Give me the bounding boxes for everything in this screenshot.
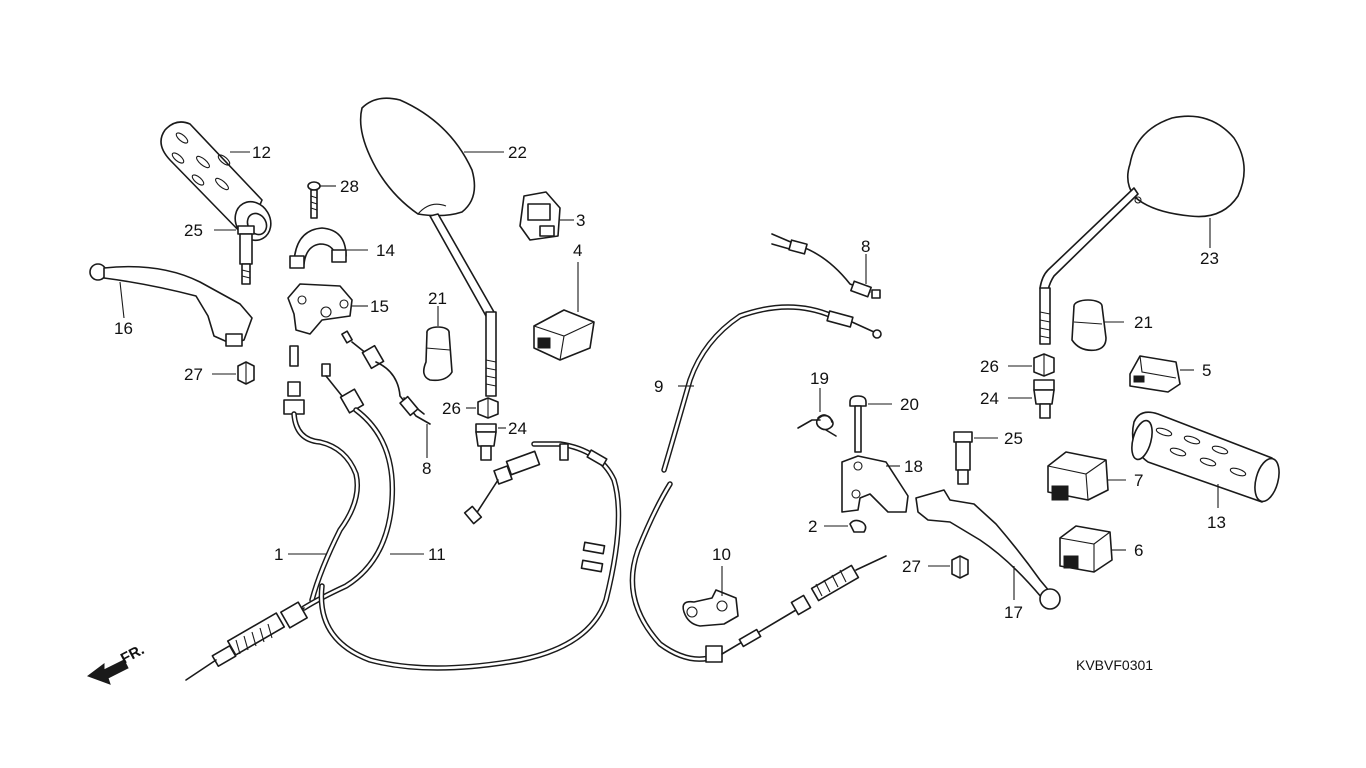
lever-bracket-15 [287,283,353,335]
label-13: 13 [1207,513,1226,532]
adapter-24-right [1033,379,1055,419]
label-14: 14 [376,241,395,260]
left-mirror-22 [359,97,497,397]
adapter-24-left [475,423,497,461]
label-26-right: 26 [980,357,999,376]
clip-2 [849,519,867,533]
rubber-boot-21-left [422,326,453,382]
spring-19 [797,414,837,437]
throttle-cable [318,441,622,671]
left-grip [160,121,272,242]
label-10: 10 [712,545,731,564]
label-16: 16 [114,319,133,338]
label-8-left: 8 [422,459,431,478]
label-22: 22 [508,143,527,162]
front-arrow-icon: FR. [86,641,147,685]
diagram-code: KVBVF0301 [1076,657,1153,673]
label-6: 6 [1134,541,1143,560]
nut-27-right [951,555,969,579]
nut-26-right [1033,353,1055,377]
label-25-left: 25 [184,221,203,240]
screw-28 [307,181,321,219]
label-21-right: 21 [1134,313,1153,332]
label-18: 18 [904,457,923,476]
label-19: 19 [810,369,829,388]
label-3: 3 [576,211,585,230]
nut-27-left [237,361,255,385]
wire-harness-8-left [341,330,431,425]
label-1: 1 [274,545,283,564]
label-24-left: 24 [508,419,527,438]
wire-harness-8-right [771,233,881,299]
label-21-left: 21 [428,289,447,308]
label-7: 7 [1134,471,1143,490]
label-26-left: 26 [442,399,461,418]
switch-5 [1129,355,1181,393]
lever-bracket-18 [841,455,909,513]
label-25-right: 25 [1004,429,1023,448]
label-28: 28 [340,177,359,196]
label-2: 2 [808,517,817,536]
rubber-boot-21-right [1071,299,1107,352]
cable-1 [283,345,360,603]
part-labels: 1 2 3 4 5 6 7 8 8 9 10 11 12 13 14 15 16… [114,143,1226,673]
label-24-right: 24 [980,389,999,408]
switch-6 [1059,525,1113,573]
clamp-10 [682,589,739,627]
nut-26-left [477,397,499,419]
switch-7 [1047,451,1109,501]
bolt-25-right [953,431,973,485]
bolt-25-left [237,225,255,285]
label-23: 23 [1200,249,1219,268]
cable-9 [629,304,887,663]
label-27-left: 27 [184,365,203,384]
label-11: 11 [428,545,446,564]
right-lever-17 [915,489,1061,610]
right-grip [1131,411,1280,503]
label-9: 9 [654,377,663,396]
switch-4 [533,309,595,361]
right-mirror-23 [1039,115,1245,345]
label-20: 20 [900,395,919,414]
label-12: 12 [252,143,271,162]
label-27-right: 27 [902,557,921,576]
switch-3 [519,191,561,241]
cable-11 [301,363,396,611]
label-17: 17 [1004,603,1023,622]
label-8-right: 8 [861,237,870,256]
label-15: 15 [370,297,389,316]
label-4: 4 [573,241,582,260]
holder-upper-14 [289,227,347,269]
label-5: 5 [1202,361,1211,380]
left-lever-16 [89,263,253,347]
cable-end-threaded [185,601,308,681]
pin-20 [849,395,867,453]
